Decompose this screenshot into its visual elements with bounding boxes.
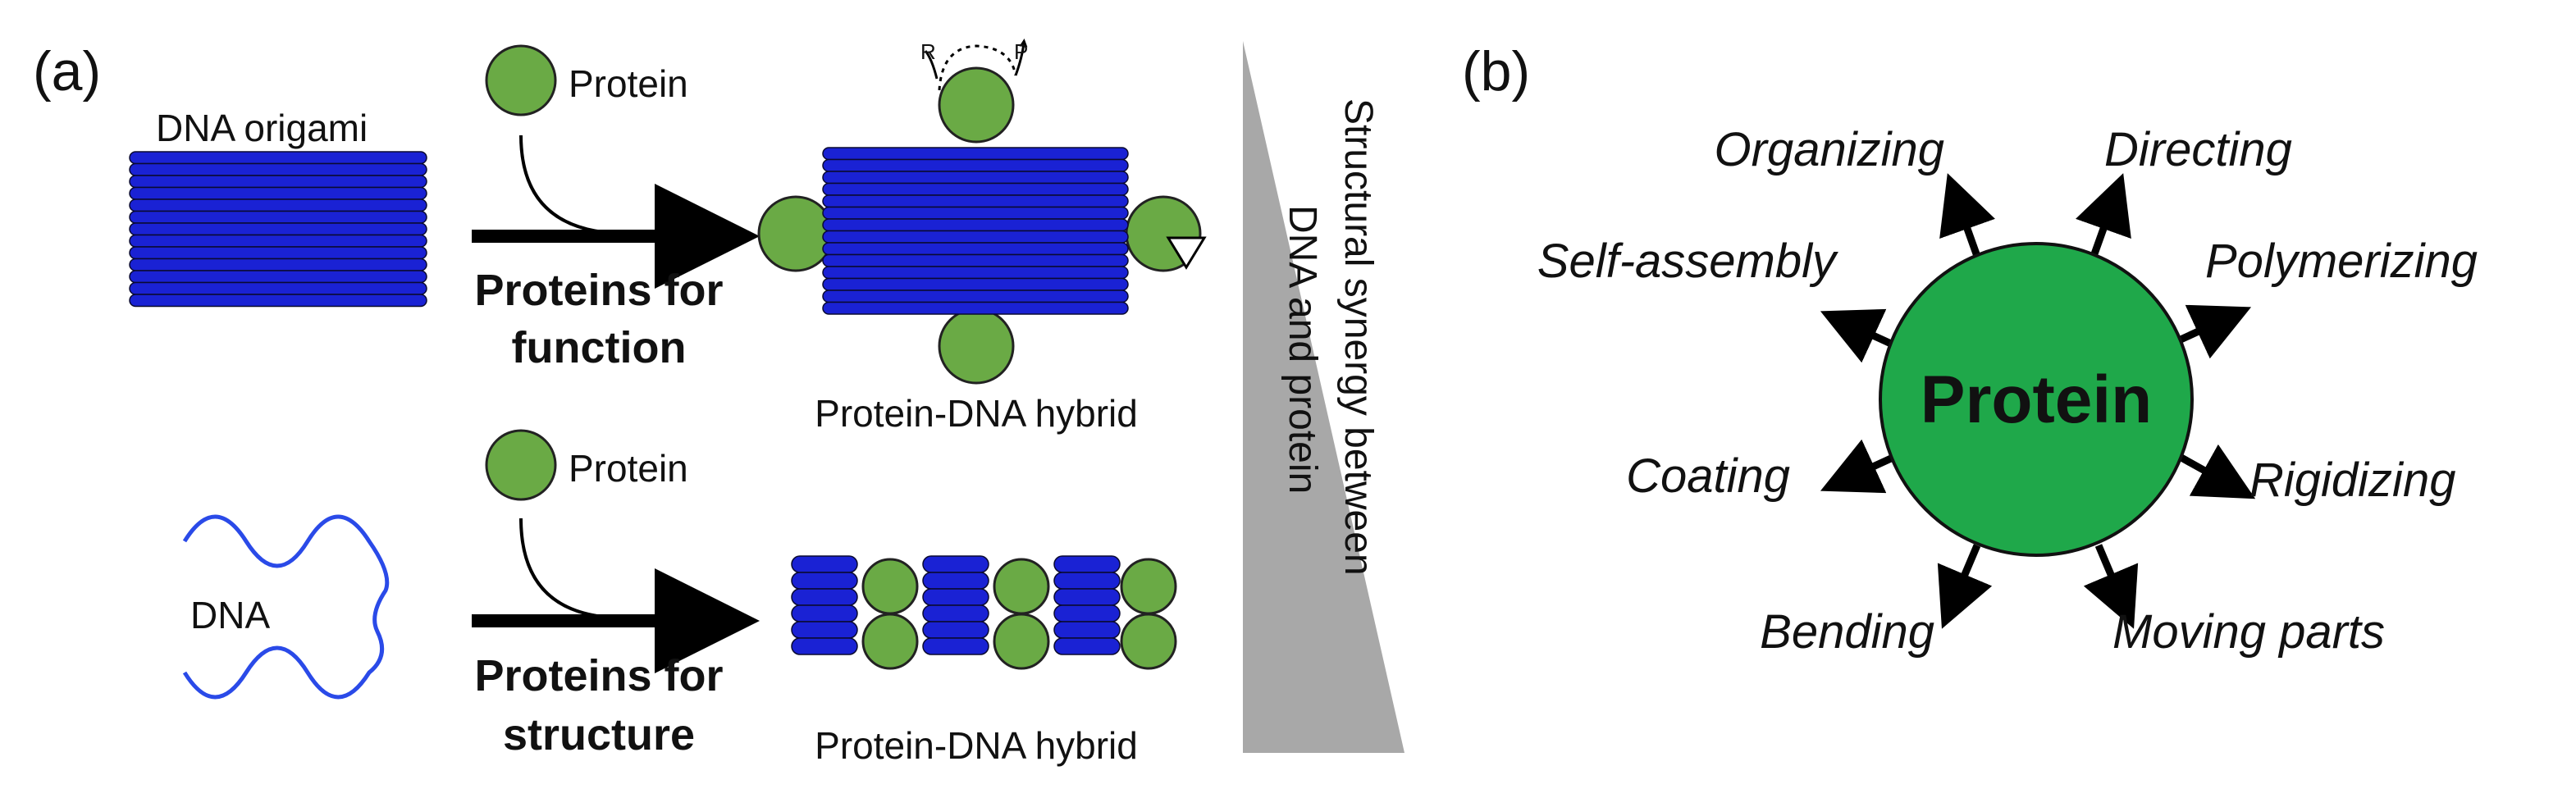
dna-origami-label: DNA origami	[156, 107, 368, 149]
reaction-substrate-label: R	[920, 39, 936, 64]
dna-helix	[129, 281, 427, 295]
protein-join-curve-top	[519, 135, 604, 234]
protein-join-curve-bottom	[519, 518, 604, 618]
function-arrow-label-2: function	[512, 323, 687, 372]
dna-helix	[822, 171, 1129, 185]
dna-helix	[1053, 637, 1121, 655]
protein-center-circle	[1879, 242, 2194, 557]
brick-protein	[1120, 613, 1177, 670]
hybrid-protein-top	[938, 66, 1015, 144]
dna-helix	[791, 555, 858, 573]
structure-arrow-label-1: Proteins for	[474, 651, 723, 700]
protein-label-top: Protein	[569, 62, 688, 105]
role-self-assembly: Self-assembly	[1537, 235, 1838, 288]
dna-helix	[822, 218, 1129, 232]
hybrid-origami-bundle	[822, 147, 1129, 315]
role-coating: Coating	[1626, 449, 1790, 503]
dna-helix	[791, 572, 858, 590]
brick-protein	[993, 613, 1050, 670]
structure-arrow-label-2: structure	[503, 710, 695, 759]
brick-protein	[861, 558, 919, 615]
dna-helix	[822, 158, 1129, 172]
dna-helix	[129, 175, 427, 189]
dna-helix	[791, 588, 858, 606]
dna-helix	[129, 222, 427, 236]
dna-helix	[129, 186, 427, 200]
role-moving-parts: Moving parts	[2112, 605, 2385, 659]
hybrid-protein-bottom	[938, 308, 1015, 385]
dna-helix	[129, 210, 427, 224]
role-polymerizing: Polymerizing	[2205, 235, 2478, 288]
dna-helix	[1053, 588, 1121, 606]
dna-helix	[129, 246, 427, 260]
dna-helix	[822, 253, 1129, 267]
protein-label-bottom: Protein	[569, 447, 688, 490]
protein-circle-top	[485, 44, 557, 116]
arrow-bending	[1937, 544, 1993, 629]
role-organizing: Organizing	[1715, 123, 1944, 176]
dna-helix	[922, 637, 989, 655]
dna-helix	[822, 230, 1129, 244]
brick-protein	[861, 613, 919, 670]
dna-helix	[922, 621, 989, 639]
role-directing: Directing	[2104, 123, 2292, 176]
reaction-dashed-path	[938, 44, 1017, 91]
arrow-moving-parts	[2083, 544, 2139, 629]
dna-helix	[129, 198, 427, 212]
synergy-wedge	[1243, 41, 1404, 753]
cargo-triangle	[1166, 236, 1207, 270]
protein-dna-brick-assembly	[791, 555, 1177, 670]
arrow-directing	[2076, 173, 2131, 262]
dna-helix	[791, 604, 858, 622]
panel-a-label: (a)	[33, 40, 101, 103]
dna-helix	[922, 588, 989, 606]
dna-helix	[822, 182, 1129, 196]
hybrid-label-top: Protein-DNA hybrid	[815, 392, 1138, 435]
dna-helix	[922, 604, 989, 622]
panel-b-label: (b)	[1462, 40, 1530, 103]
dna-helix	[822, 206, 1129, 220]
dna-helix	[1053, 604, 1121, 622]
dna-helix	[922, 555, 989, 573]
hybrid-protein-left	[757, 195, 834, 272]
dna-origami-bundle	[129, 151, 427, 308]
role-bending: Bending	[1760, 605, 1934, 659]
synergy-label-1: Structural synergy between	[1336, 98, 1380, 576]
reaction-product-label: P	[1014, 39, 1028, 64]
dna-helix	[791, 637, 858, 655]
dna-helix	[1053, 555, 1121, 573]
dna-helix	[822, 290, 1129, 303]
dna-helix	[129, 151, 427, 165]
function-arrow-label-1: Proteins for	[474, 266, 723, 315]
dna-helix	[129, 162, 427, 176]
protein-center-label: Protein	[1921, 363, 2152, 437]
dna-helix	[822, 266, 1129, 280]
dna-strand	[182, 514, 390, 700]
dna-helix	[822, 194, 1129, 208]
dna-helix	[822, 301, 1129, 315]
dna-helix	[129, 270, 427, 284]
hybrid-label-bottom: Protein-DNA hybrid	[815, 724, 1138, 767]
brick-protein	[1120, 558, 1177, 615]
brick-protein	[993, 558, 1050, 615]
dna-helix	[791, 621, 858, 639]
arrow-organizing	[1939, 173, 1995, 262]
role-rigidizing: Rigidizing	[2249, 454, 2455, 507]
dna-helix	[822, 242, 1129, 256]
dna-helix	[129, 294, 427, 308]
dna-helix	[822, 277, 1129, 291]
dna-helix	[129, 258, 427, 271]
dna-helix	[1053, 572, 1121, 590]
dna-label: DNA	[190, 594, 270, 636]
reaction-in-path	[924, 50, 939, 80]
dna-helix	[822, 147, 1129, 161]
dna-helix	[1053, 621, 1121, 639]
protein-circle-bottom	[485, 429, 557, 501]
dna-helix	[129, 234, 427, 248]
reaction-out-arrow	[1014, 39, 1028, 76]
dna-helix	[922, 572, 989, 590]
synergy-label-2: DNA and protein	[1281, 205, 1324, 494]
